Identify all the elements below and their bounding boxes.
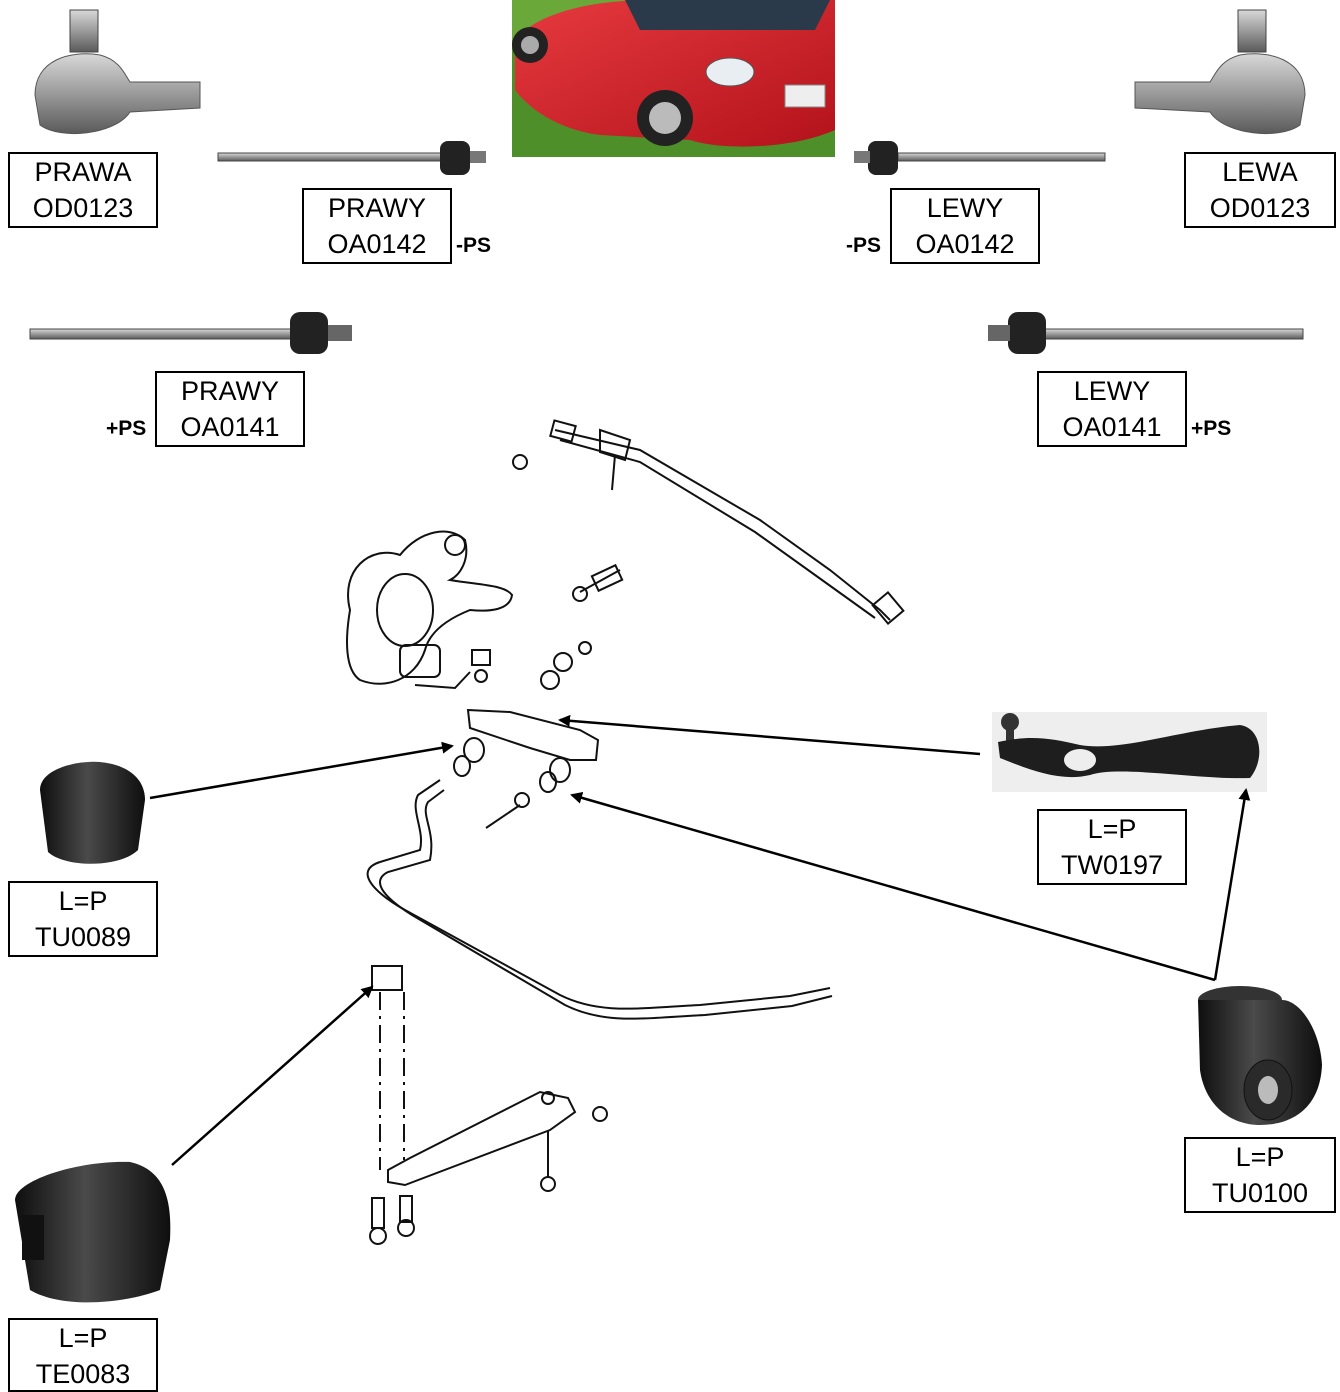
label-line2: OA0142 <box>327 229 427 259</box>
label-line2: OA0142 <box>915 229 1015 259</box>
label-line1: L=P <box>58 886 108 916</box>
label-line2: OD0123 <box>32 193 134 223</box>
label-tw0197: L=P TW0197 <box>1037 809 1187 885</box>
label-line1: L=P <box>1235 1142 1285 1172</box>
label-line1: LEWY <box>926 193 1004 223</box>
label-oa0142-right: PRAWY OA0142 <box>302 188 452 264</box>
label-line1: L=P <box>58 1323 108 1353</box>
exploded-suspension-drawing <box>346 419 905 1245</box>
label-line1: L=P <box>1087 814 1137 844</box>
label-tu0089: L=P TU0089 <box>8 881 158 957</box>
label-line2: TE0083 <box>35 1359 131 1389</box>
bushing-te0083-image <box>15 1161 171 1303</box>
label-line1: PRAWA <box>34 157 132 187</box>
label-line1: PRAWY <box>327 193 426 223</box>
label-oa0142-left: LEWY OA0142 <box>890 188 1040 264</box>
label-line2: TU0089 <box>34 922 132 952</box>
label-line2: TU0100 <box>1211 1178 1309 1208</box>
suffix-oa0141-right: +PS <box>106 417 147 440</box>
label-oa0141-right: PRAWY OA0141 <box>155 371 305 447</box>
label-od0123-left: LEWA OD0123 <box>1184 152 1336 228</box>
inner-tie-rod-right-ps-minus-image <box>217 141 486 175</box>
label-line2: OD0123 <box>1209 193 1311 223</box>
label-te0083: L=P TE0083 <box>8 1318 158 1392</box>
label-line2: OA0141 <box>1062 412 1162 442</box>
label-tu0100: L=P TU0100 <box>1184 1137 1336 1213</box>
label-line1: PRAWY <box>180 376 279 406</box>
pointer-arrows <box>149 714 1251 1166</box>
label-line2: TW0197 <box>1060 850 1164 880</box>
tie-rod-end-left-image <box>1134 9 1306 135</box>
label-od0123-right: PRAWA OD0123 <box>8 152 158 228</box>
bushing-tu0100-image <box>1198 986 1322 1125</box>
suffix-oa0142-left: -PS <box>846 234 882 257</box>
inner-tie-rod-left-ps-plus-image <box>988 312 1304 354</box>
control-arm-tw0197-image <box>992 712 1267 792</box>
suffix-oa0142-right: -PS <box>456 234 492 257</box>
inner-tie-rod-right-ps-plus-image <box>29 312 352 354</box>
tie-rod-end-right-image <box>34 9 201 135</box>
car-photo <box>512 0 835 157</box>
label-line2: OA0141 <box>180 412 280 442</box>
suffix-oa0141-left: +PS <box>1191 417 1232 440</box>
label-line1: LEWY <box>1073 376 1151 406</box>
bushing-tu0089-image <box>40 761 145 864</box>
label-line1: LEWA <box>1222 157 1298 187</box>
label-oa0141-left: LEWY OA0141 <box>1037 371 1187 447</box>
inner-tie-rod-left-ps-minus-image <box>854 141 1106 175</box>
